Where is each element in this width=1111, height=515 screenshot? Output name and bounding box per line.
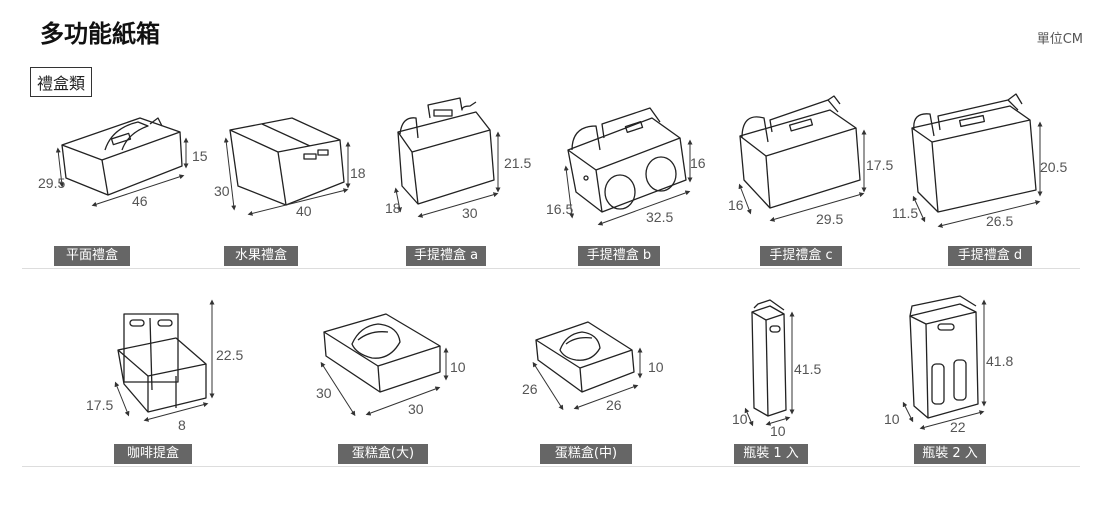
label-fruit-gift-box: 水果禮盒: [224, 246, 298, 266]
dim-text: 11.5: [892, 205, 918, 221]
dim-text: 30: [408, 401, 424, 417]
dim-text: 29.5: [38, 175, 65, 191]
coffee-carrier-icon: [117, 313, 207, 413]
label-coffee-carrier: 咖啡提盒: [114, 444, 192, 464]
label-bottle-box-2: 瓶裝 2 入: [914, 444, 986, 464]
dim-text: 30: [214, 183, 230, 199]
cake-box-medium-icon: [535, 321, 635, 393]
page-title: 多功能紙箱: [40, 20, 160, 48]
category-tag: 禮盒類: [30, 67, 93, 97]
bottle-box-2-icon: [909, 295, 979, 419]
label-bottle-box-1: 瓶裝 1 入: [734, 444, 808, 464]
dim-text: 30: [462, 205, 478, 221]
handle-gift-box-b-icon: [567, 107, 687, 213]
label-flat-gift-box: 平面禮盒: [54, 246, 130, 266]
label-handle-box-a: 手提禮盒 a: [406, 246, 486, 266]
dim-text: 17.5: [866, 157, 893, 173]
dim-text: 10: [450, 359, 466, 375]
cake-box-large-icon: [323, 313, 441, 393]
dim-text: 32.5: [646, 209, 673, 225]
dim-text: 26.5: [986, 213, 1013, 229]
dim-text: 16: [728, 197, 744, 213]
dim-text: 46: [132, 193, 148, 209]
dim-text: 29.5: [816, 211, 843, 227]
divider-row1: [22, 268, 1080, 269]
label-cake-box-medium: 蛋糕盒(中): [540, 444, 632, 464]
divider-row2: [22, 466, 1080, 467]
dim-text: 17.5: [86, 397, 113, 413]
dim-text: 22.5: [216, 347, 243, 363]
flat-gift-box-icon: [61, 117, 183, 196]
fruit-gift-box-icon: [229, 117, 345, 206]
dim-text: 21.5: [504, 155, 531, 171]
bottle-box-1-icon: [751, 299, 787, 417]
dim-text: 8: [178, 417, 186, 433]
unit-note: 單位CM: [1036, 32, 1083, 47]
dim-text: 41.5: [794, 361, 821, 377]
dim-text: 30: [316, 385, 332, 401]
dim-text: 20.5: [1040, 159, 1067, 175]
label-handle-box-c: 手提禮盒 c: [760, 246, 842, 266]
dim-text: 10: [770, 423, 786, 439]
handle-gift-box-d-icon: [911, 93, 1037, 213]
dim-text: 40: [296, 203, 312, 219]
dim-text: 10: [884, 411, 900, 427]
dim-text: 18: [385, 200, 401, 216]
dim-text: 10: [648, 359, 664, 375]
dim-text: 26: [522, 381, 538, 397]
dim-text: 16: [690, 155, 706, 171]
dim-text: 10: [732, 411, 748, 427]
dim-text: 18: [350, 165, 366, 181]
dim-text: 26: [606, 397, 622, 413]
label-cake-box-large: 蛋糕盒(大): [338, 444, 428, 464]
label-handle-box-b: 手提禮盒 b: [578, 246, 660, 266]
dim-text: 15: [192, 148, 208, 164]
dim-text: 22: [950, 419, 966, 435]
handle-gift-box-a-icon: [397, 97, 495, 205]
dim-text: 41.8: [986, 353, 1013, 369]
handle-gift-box-c-icon: [739, 95, 861, 209]
dim-text: 16.5: [546, 201, 573, 217]
label-handle-box-d: 手提禮盒 d: [948, 246, 1032, 266]
